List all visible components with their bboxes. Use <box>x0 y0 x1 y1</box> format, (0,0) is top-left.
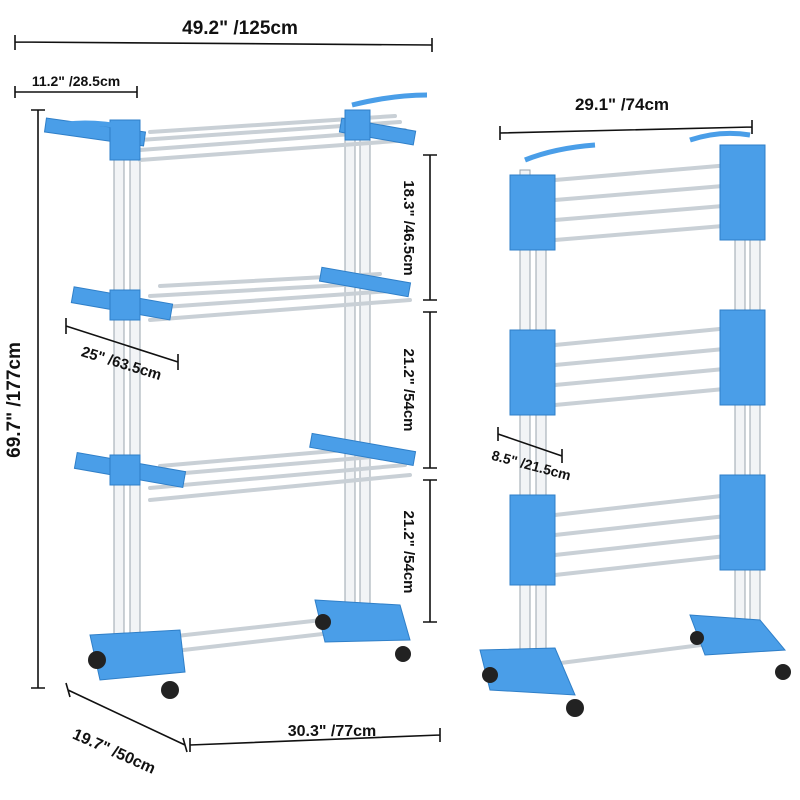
drying-rack-unfolded <box>43 92 428 699</box>
label-middle-tier-gap: 21.2" /54cm <box>400 348 417 431</box>
dimension-total-height: 69.7" /177cm <box>4 109 45 689</box>
label-base-width: 30.3" /77cm <box>288 723 377 740</box>
folded-shelf-top <box>509 144 766 251</box>
top-shelf <box>43 92 428 162</box>
label-folded-depth: 8.5" /21.5cm <box>490 447 573 484</box>
dimension-bottom-tier-gap: 21.2" /54cm <box>400 479 437 623</box>
dimension-base-width: 30.3" /77cm <box>189 723 441 752</box>
dimension-folded-width: 29.1" /74cm <box>499 95 753 140</box>
label-base-depth: 19.7" /50cm <box>70 726 158 778</box>
dimension-folded-depth: 8.5" /21.5cm <box>490 427 573 483</box>
label-bottom-tier-gap: 21.2" /54cm <box>400 510 417 593</box>
folded-shelf-middle <box>509 309 766 416</box>
middle-shelf <box>70 266 412 322</box>
label-folded-width: 29.1" /74cm <box>575 95 669 114</box>
dimension-total-width: 49.2" /125cm <box>14 18 433 52</box>
dimension-wing-width: 11.2" /28.5cm <box>14 73 138 98</box>
label-wing-width: 11.2" /28.5cm <box>32 73 120 89</box>
drying-rack-folded <box>479 130 791 717</box>
dimension-top-tier-gap: 18.3" /46.5cm <box>400 154 437 301</box>
bottom-shelf <box>73 432 417 502</box>
folded-shelf-bottom <box>509 474 766 586</box>
dimension-middle-tier-gap: 21.2" /54cm <box>400 311 437 469</box>
label-total-height: 69.7" /177cm <box>4 342 25 458</box>
label-total-width: 49.2" /125cm <box>182 18 298 39</box>
label-top-tier-gap: 18.3" /46.5cm <box>400 180 417 276</box>
